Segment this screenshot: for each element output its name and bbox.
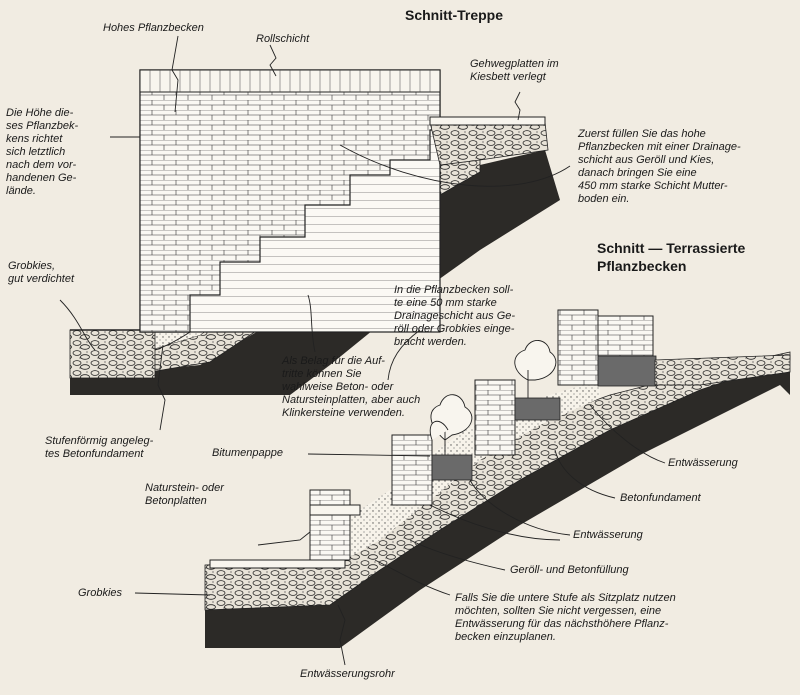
title-terrassierte-1: Schnitt — Terrassierte bbox=[597, 240, 746, 256]
label-geroell: Geröll- und Betonfüllung bbox=[510, 564, 629, 576]
planter-3 bbox=[474, 379, 516, 456]
plant-2 bbox=[514, 340, 557, 398]
label-entwaesserung-2: Entwässerung bbox=[573, 529, 643, 541]
label-drainage: In die Pflanzbecken soll-te eine 50 mm s… bbox=[394, 284, 516, 348]
label-rollschicht: Rollschicht bbox=[256, 33, 310, 45]
title-schnitt-treppe: Schnitt-Treppe bbox=[405, 7, 504, 23]
label-bitumenpappe: Bitumenpappe bbox=[212, 447, 283, 459]
planter-4 bbox=[557, 309, 599, 386]
label-betonfundament: Betonfundament bbox=[620, 492, 701, 504]
leader-lines bbox=[59, 35, 666, 666]
earth-bottom bbox=[205, 355, 790, 648]
label-falls: Falls Sie die untere Stufe als Sitzplatz… bbox=[455, 592, 676, 643]
label-entwaesserung-1: Entwässerung bbox=[668, 457, 738, 469]
planter-1 bbox=[309, 489, 351, 561]
fill-bottom bbox=[345, 380, 600, 560]
title-terrassierte-2: Pflanzbecken bbox=[597, 258, 687, 274]
label-entwaesserungsrohr: Entwässerungsrohr bbox=[300, 668, 395, 680]
label-stufenfoermig: Stufenförmig angeleg-tes Betonfundament bbox=[45, 435, 154, 460]
label-grobkies-verdichtet: Grobkies,gut verdichtet bbox=[8, 260, 75, 285]
label-grobkies: Grobkies bbox=[78, 587, 123, 599]
plant-1 bbox=[429, 394, 473, 455]
label-hohes-pflanzbecken: Hohes Pflanzbecken bbox=[103, 22, 204, 34]
planter-2 bbox=[391, 434, 433, 506]
